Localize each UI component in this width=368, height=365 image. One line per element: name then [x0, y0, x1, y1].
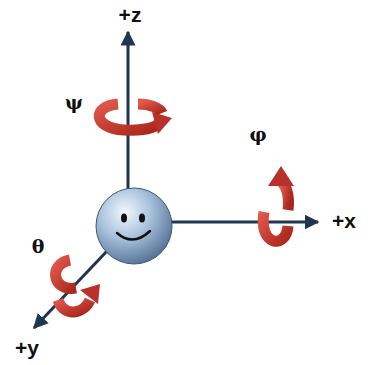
eye	[121, 214, 127, 223]
angle-label: ψ	[65, 93, 83, 112]
angle-label: θ	[32, 237, 45, 256]
angle-label: φ	[249, 125, 266, 144]
axis-label: +x	[332, 210, 356, 231]
phi-rotation-arrow	[263, 166, 294, 241]
z-axis	[127, 32, 130, 200]
y-axis	[34, 250, 108, 328]
eye	[139, 214, 145, 223]
axis-label: +y	[15, 337, 39, 358]
x-axis	[170, 221, 318, 224]
sphere-body	[96, 188, 172, 264]
psi-rotation-arrow	[99, 104, 172, 134]
smile	[117, 231, 150, 240]
axis-label: +z	[119, 3, 142, 24]
theta-rotation-arrow	[56, 260, 100, 312]
